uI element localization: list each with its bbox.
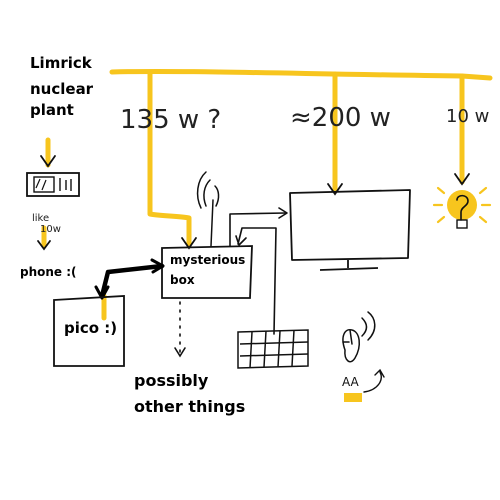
- device-cables: [229, 207, 288, 335]
- pico-label: pico :): [64, 319, 117, 337]
- meter-note-line2: 10w: [40, 224, 61, 235]
- plant-label-line2: nuclear: [30, 80, 94, 98]
- monitor-icon: [289, 189, 411, 271]
- lightbulb-icon: [432, 186, 492, 229]
- phone-label: phone :(: [20, 265, 77, 279]
- mystery-feed-wire: [147, 71, 192, 249]
- mouse-battery-label: AA: [342, 375, 360, 389]
- pico-box-outline: [53, 295, 125, 367]
- lightbulb-rays: [432, 186, 492, 224]
- mysterious-box: mysterious box: [161, 245, 253, 299]
- plant-label-line3: plant: [30, 101, 74, 119]
- phone-arrow: [37, 240, 51, 251]
- monitor-arrow: [327, 183, 343, 196]
- other-things-link: [174, 301, 186, 358]
- plant-label: Limrick nuclear plant: [30, 54, 94, 119]
- monitor-stand: [319, 260, 379, 271]
- keyboard-icon: [237, 329, 309, 369]
- meter-arrow: [40, 155, 56, 168]
- mains-bus: [109, 68, 493, 81]
- power-meter-icon: [26, 172, 80, 197]
- other-things-line2: other things: [134, 397, 245, 416]
- mouse-icon: [342, 311, 376, 363]
- power-10w-label: 10 w: [446, 106, 489, 127]
- bulb-arrow: [454, 173, 470, 186]
- mysterious-box-outline: [161, 245, 253, 299]
- pico-box: pico :): [53, 295, 125, 367]
- wire-arrows: [37, 155, 470, 251]
- power-135w-label: 135 w ?: [120, 105, 221, 135]
- meter-note: like 10w: [32, 213, 61, 235]
- wifi-icon: [196, 171, 220, 247]
- other-things-label: possibly other things: [134, 371, 245, 416]
- other-things-line1: possibly: [134, 371, 209, 390]
- plant-label-line1: Limrick: [30, 54, 93, 72]
- mysterious-box-line1: mysterious: [170, 253, 245, 267]
- power-wires: [41, 68, 493, 321]
- monitor-screen: [289, 189, 411, 261]
- hdmi-cable: [229, 212, 287, 247]
- battery-icon: [344, 368, 385, 402]
- mysterious-box-line2: box: [170, 273, 195, 287]
- pico-cable: [94, 258, 165, 300]
- usb-cable: [237, 227, 277, 335]
- meter-note-line1: like: [32, 213, 49, 224]
- power-200w-label: ≈200 w: [290, 103, 391, 133]
